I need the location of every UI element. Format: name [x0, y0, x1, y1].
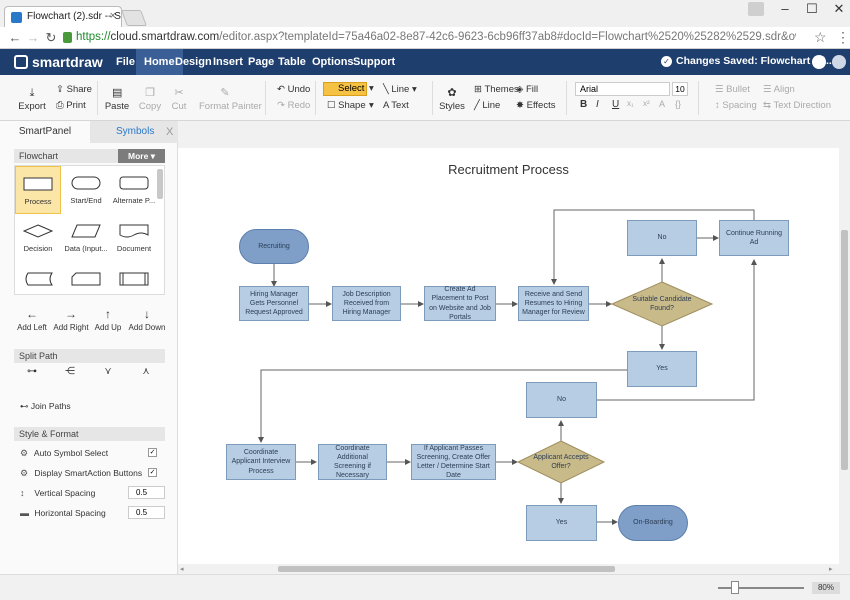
yes-label: Yes — [556, 518, 567, 527]
offer-letter-node[interactable]: If Applicant Passes Screening, Create Of… — [411, 444, 496, 480]
no-label: No — [658, 233, 667, 242]
hiring-request-label: Hiring Manager Gets Personnel Request Ap… — [243, 290, 305, 317]
no-label: No — [557, 395, 566, 404]
yes-label: Yes — [656, 364, 667, 373]
no-node-top[interactable]: No — [627, 220, 697, 256]
receive-resumes-node[interactable]: Receive and Send Resumes to Hiring Manag… — [518, 286, 589, 321]
coordinate-screening-label: Coordinate Additional Screening if Neces… — [322, 444, 383, 480]
status-bar: 80% — [0, 574, 850, 600]
zoom-level[interactable]: 80% — [812, 582, 840, 594]
coordinate-screening-node[interactable]: Coordinate Additional Screening if Neces… — [318, 444, 387, 480]
yes-node-bottom[interactable]: Yes — [526, 505, 597, 541]
zoom-slider-handle[interactable] — [731, 581, 739, 594]
job-description-node[interactable]: Job Description Received from Hiring Man… — [332, 286, 401, 321]
recruiting-start-node[interactable]: Recruiting — [239, 229, 309, 264]
accepts-offer-label: Applicant Accepts Offer? — [530, 450, 592, 474]
suitable-candidate-label: Suitable Candidate Found? — [630, 290, 694, 318]
onboarding-end-node[interactable]: On-Boarding — [618, 505, 688, 541]
coordinate-interview-label: Coordinate Applicant Interview Process — [230, 448, 292, 475]
recruiting-label: Recruiting — [258, 242, 290, 251]
coordinate-interview-node[interactable]: Coordinate Applicant Interview Process — [226, 444, 296, 480]
continue-ad-node[interactable]: Continue Running Ad — [719, 220, 789, 256]
offer-letter-label: If Applicant Passes Screening, Create Of… — [415, 444, 492, 480]
no-node-bottom[interactable]: No — [526, 382, 597, 418]
onboarding-label: On-Boarding — [633, 518, 673, 527]
receive-resumes-label: Receive and Send Resumes to Hiring Manag… — [522, 290, 585, 317]
create-ad-label: Create Ad Placement to Post on Website a… — [428, 285, 492, 321]
continue-ad-label: Continue Running Ad — [723, 229, 785, 247]
hiring-request-node[interactable]: Hiring Manager Gets Personnel Request Ap… — [239, 286, 309, 321]
create-ad-node[interactable]: Create Ad Placement to Post on Website a… — [424, 286, 496, 321]
job-description-label: Job Description Received from Hiring Man… — [336, 290, 397, 317]
yes-node-top[interactable]: Yes — [627, 351, 697, 387]
